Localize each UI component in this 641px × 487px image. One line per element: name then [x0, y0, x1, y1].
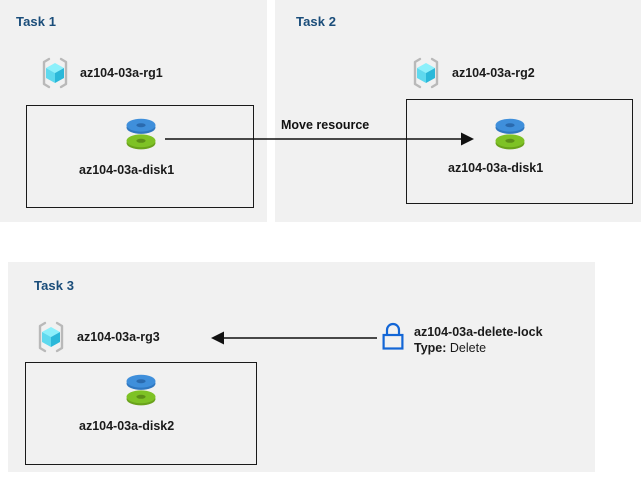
move-resource-connector [165, 132, 474, 146]
resource-group-icon [409, 56, 443, 90]
delete-lock-type: Type: Delete [414, 341, 486, 356]
task-2-resource-box [406, 99, 633, 204]
task-1-panel [0, 0, 267, 222]
resource-group-icon [38, 56, 72, 90]
resource-group-icon [34, 320, 68, 354]
task-3-resource-group-label: az104-03a-rg3 [77, 330, 160, 344]
managed-disk-icon [122, 369, 160, 409]
delete-lock-name: az104-03a-delete-lock [414, 325, 543, 339]
task-1-title: Task 1 [16, 14, 57, 29]
managed-disk-icon [491, 113, 529, 153]
delete-lock-type-value: Delete [449, 341, 487, 355]
delete-lock-connector [211, 331, 377, 345]
managed-disk-icon [122, 113, 160, 153]
task-1-resource-label: az104-03a-disk1 [79, 163, 175, 177]
task-3-panel [8, 262, 595, 472]
task-3-resource-box [25, 362, 257, 465]
task-2-title: Task 2 [296, 14, 337, 29]
task-2-panel [275, 0, 641, 222]
task-1-resource-box [26, 105, 254, 208]
lock-icon [380, 322, 406, 352]
move-resource-label: Move resource [281, 118, 370, 132]
delete-lock-type-key: Type: [414, 341, 447, 355]
task-3-title: Task 3 [34, 278, 75, 293]
task-3-resource-label: az104-03a-disk2 [79, 419, 175, 433]
task-1-resource-group-label: az104-03a-rg1 [80, 66, 163, 80]
task-2-resource-group-label: az104-03a-rg2 [452, 66, 535, 80]
task-2-resource-label: az104-03a-disk1 [448, 161, 544, 175]
